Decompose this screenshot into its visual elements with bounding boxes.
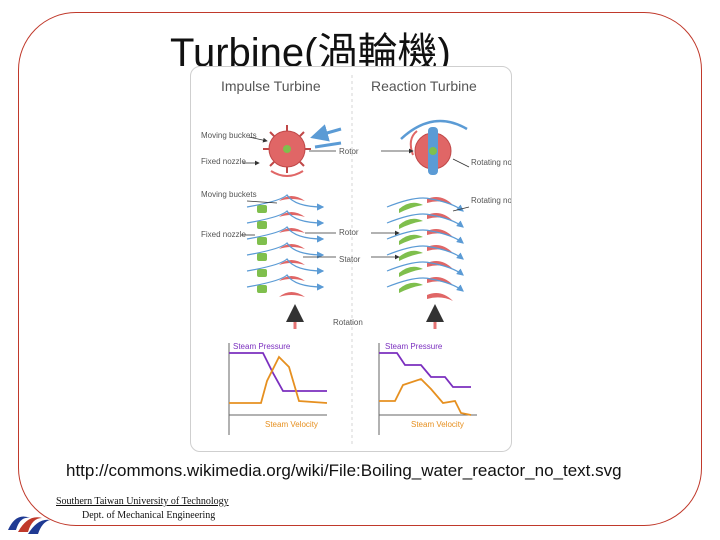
reaction-heading: Reaction Turbine bbox=[371, 78, 477, 94]
impulse-graph bbox=[228, 343, 328, 435]
rotating-nozzle-label-2: Rotating nozzle bbox=[471, 196, 512, 205]
reaction-rotor bbox=[400, 119, 468, 175]
rotating-nozzle-label-1: Rotating nozzle bbox=[471, 158, 512, 167]
rotation-label: Rotation bbox=[333, 318, 363, 327]
rotor-label-top: Rotor bbox=[339, 147, 359, 156]
slide-frame bbox=[18, 12, 702, 526]
reaction-blade-rows bbox=[386, 197, 464, 329]
reaction-graph bbox=[378, 343, 477, 435]
reaction-velocity-curve bbox=[379, 377, 472, 416]
impulse-pressure-curve bbox=[229, 352, 327, 392]
reaction-velocity-label: Steam Velocity bbox=[411, 420, 464, 429]
university-name: Southern Taiwan University of Technology bbox=[56, 496, 229, 507]
impulse-heading: Impulse Turbine bbox=[221, 78, 321, 94]
impulse-rotor bbox=[263, 124, 342, 177]
rotor-label-middle: Rotor bbox=[339, 228, 359, 237]
reaction-pressure-label: Steam Pressure bbox=[385, 342, 443, 351]
department-name: Dept. of Mechanical Engineering bbox=[82, 510, 216, 521]
impulse-velocity-label: Steam Velocity bbox=[265, 420, 318, 429]
university-logo bbox=[8, 516, 50, 534]
impulse-pressure-label: Steam Pressure bbox=[233, 342, 291, 351]
impulse-blade-rows bbox=[246, 194, 325, 329]
stator-label: Stator bbox=[339, 255, 361, 264]
impulse-fixed-nozzle-label-1: Fixed nozzle bbox=[201, 157, 246, 166]
source-url: http://commons.wikimedia.org/wiki/File:B… bbox=[66, 461, 622, 480]
reaction-pressure-curve bbox=[379, 352, 471, 388]
impulse-fixed-nozzle-label-2: Fixed nozzle bbox=[201, 230, 246, 239]
turbine-diagram: Impulse Turbine Reaction Turbine Moving … bbox=[201, 75, 512, 447]
impulse-moving-buckets-label-1: Moving buckets bbox=[201, 131, 257, 140]
turbine-comparison-figure: Impulse Turbine Reaction Turbine Moving … bbox=[190, 66, 512, 452]
impulse-moving-buckets-label-2: Moving buckets bbox=[201, 190, 257, 199]
impulse-velocity-curve bbox=[229, 355, 328, 404]
